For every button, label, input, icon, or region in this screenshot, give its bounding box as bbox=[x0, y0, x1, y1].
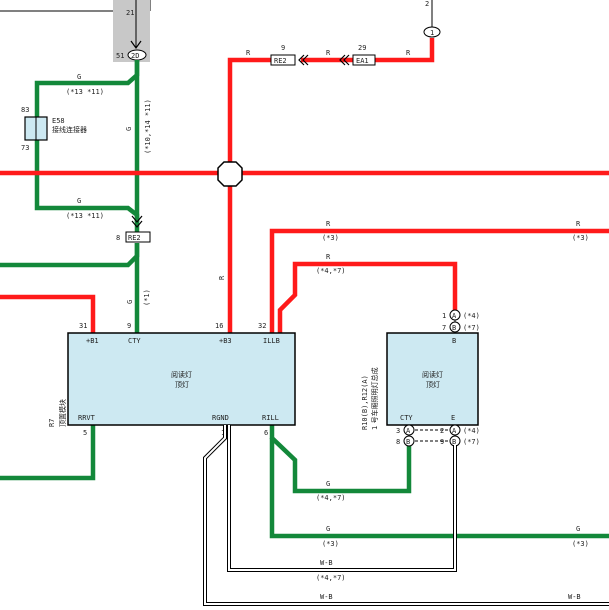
ea1-label: EA1 bbox=[356, 57, 369, 65]
right-conn-b3: B bbox=[452, 438, 456, 446]
wb1-opt: (*4,*7) bbox=[316, 574, 346, 582]
right-opt-3: (*4) bbox=[463, 427, 480, 435]
bottom-labels: G (*4,*7) G (*3) G (*3) W-B (*4,*7) W-B … bbox=[316, 480, 589, 601]
e58-name: E58 bbox=[52, 117, 65, 125]
r7-side-label2: 顶置模块 bbox=[58, 399, 67, 427]
e58-desc: 接线连接器 bbox=[52, 125, 87, 134]
right-num-1: 1 bbox=[442, 312, 446, 320]
r-b-opt: (*3) bbox=[572, 234, 589, 242]
wb1-label: W-B bbox=[320, 559, 333, 567]
g1-opt: (*4,*7) bbox=[316, 494, 346, 502]
connector-1-label: 1 bbox=[430, 29, 434, 37]
top-red-connectors: 2 1 R EA1 29 R RE2 9 R bbox=[246, 0, 441, 66]
right-num-7: 7 bbox=[442, 324, 446, 332]
right-num-9: 9 bbox=[440, 438, 444, 446]
green-wires bbox=[0, 60, 609, 539]
b3-r-label: R bbox=[218, 275, 226, 280]
right-opt-4: (*7) bbox=[463, 438, 480, 446]
e58-g-bot: G bbox=[77, 197, 81, 205]
main-box-title2: 顶灯 bbox=[175, 380, 189, 389]
r10-r12-cabin-lamp: 阅读灯 顶灯 B CTY E R10(B),R12(A) 1 号车厢照明灯总成 … bbox=[361, 309, 480, 447]
num-32: 32 bbox=[258, 322, 266, 330]
right-opt-1: (*4) bbox=[463, 312, 480, 320]
connector-2d-label: 2D bbox=[131, 52, 139, 60]
right-side-label2: 1 号车厢照明灯总成 bbox=[370, 367, 379, 430]
right-conn-a3: A bbox=[452, 427, 457, 435]
re2-mid-connector: RE2 8 G (*1) R bbox=[116, 215, 226, 306]
pin-b1: +B1 bbox=[86, 337, 99, 345]
pin-b3: +B3 bbox=[219, 337, 232, 345]
re2-pin-8: 8 bbox=[116, 234, 120, 242]
re2-mid-label: RE2 bbox=[128, 234, 141, 242]
red-r2-label: R bbox=[326, 49, 331, 57]
cty-g-label: G bbox=[126, 300, 134, 304]
re2-top-label: RE2 bbox=[274, 57, 287, 65]
r-a-label: R bbox=[326, 220, 331, 228]
splice-junction bbox=[217, 161, 243, 187]
e58-g-bot-opt: (*13 *11) bbox=[66, 212, 104, 220]
num-31: 31 bbox=[79, 322, 87, 330]
right-pin-b: B bbox=[452, 337, 456, 345]
red-r1-label: R bbox=[246, 49, 251, 57]
right-conn-a1: A bbox=[452, 312, 457, 320]
right-pin-e: E bbox=[451, 414, 455, 422]
right-conn-b1: B bbox=[452, 324, 456, 332]
right-red-labels: R (*3) R (*3) R (*4,*7) bbox=[316, 220, 589, 275]
pin-21-label: 21 bbox=[126, 9, 134, 17]
pin-rgnd: RGND bbox=[212, 414, 229, 422]
g1-label: G bbox=[326, 480, 330, 488]
right-num-8: 8 bbox=[396, 438, 400, 446]
main-box-title1: 阅读灯 bbox=[171, 370, 192, 379]
wb2-label: W-B bbox=[320, 593, 333, 601]
e58-pin-73: 73 bbox=[21, 144, 29, 152]
pin-rrvt: RRVT bbox=[78, 414, 96, 422]
r-a-opt: (*3) bbox=[322, 234, 339, 242]
r7-overhead-module: 阅读灯 顶灯 +B1 CTY +B3 ILLB RRVT RGND RILL 3… bbox=[48, 322, 296, 437]
cty-g-opt: (*1) bbox=[143, 289, 151, 306]
right-num-3: 3 bbox=[396, 427, 400, 435]
r-c-label: R bbox=[326, 253, 331, 261]
num-9: 9 bbox=[127, 322, 131, 330]
pin-2-label: 2 bbox=[425, 0, 429, 8]
num-6: 6 bbox=[264, 429, 268, 437]
right-box-title2: 顶灯 bbox=[426, 380, 440, 389]
e58-g-top-opt: (*13 *11) bbox=[66, 88, 104, 96]
right-conn-a2: A bbox=[406, 427, 411, 435]
pin-9-label: 9 bbox=[281, 44, 285, 52]
right-conn-b2: B bbox=[406, 438, 410, 446]
pin-rill: RILL bbox=[262, 414, 279, 422]
pin-cty: CTY bbox=[128, 337, 141, 345]
e58-g-vert-opt: (*10,*14 *11) bbox=[144, 99, 152, 154]
pin-51-label: 51 bbox=[116, 52, 124, 60]
g2-label: G bbox=[326, 525, 330, 533]
e58-g-top: G bbox=[77, 73, 81, 81]
right-box-title1: 阅读灯 bbox=[422, 370, 443, 379]
red-r3-label: R bbox=[406, 49, 411, 57]
num-16: 16 bbox=[215, 322, 223, 330]
pin-illb: ILLB bbox=[263, 337, 280, 345]
right-opt-2: (*7) bbox=[463, 324, 480, 332]
r7-side-label1: R7 bbox=[48, 419, 56, 427]
right-num-2: 2 bbox=[440, 427, 444, 435]
ground-wires bbox=[203, 425, 609, 606]
num-5: 5 bbox=[83, 429, 87, 437]
g3-opt: (*3) bbox=[572, 540, 589, 548]
right-pin-cty: CTY bbox=[400, 414, 413, 422]
g2-opt: (*3) bbox=[322, 540, 339, 548]
right-side-label1: R10(B),R12(A) bbox=[361, 375, 369, 430]
e58-g-vert: G bbox=[125, 127, 133, 131]
r-b-label: R bbox=[576, 220, 581, 228]
r-c-opt: (*4,*7) bbox=[316, 267, 346, 275]
pin-29-label: 29 bbox=[358, 44, 366, 52]
e58-connector: 83 73 E58 接线连接器 G (*13 *11) G (*13 *11) … bbox=[21, 73, 152, 220]
g3-label: G bbox=[576, 525, 580, 533]
top-connector-area: 21 51 2D bbox=[0, 0, 151, 62]
e58-pin-83: 83 bbox=[21, 106, 29, 114]
wb3-label: W-B bbox=[568, 593, 581, 601]
